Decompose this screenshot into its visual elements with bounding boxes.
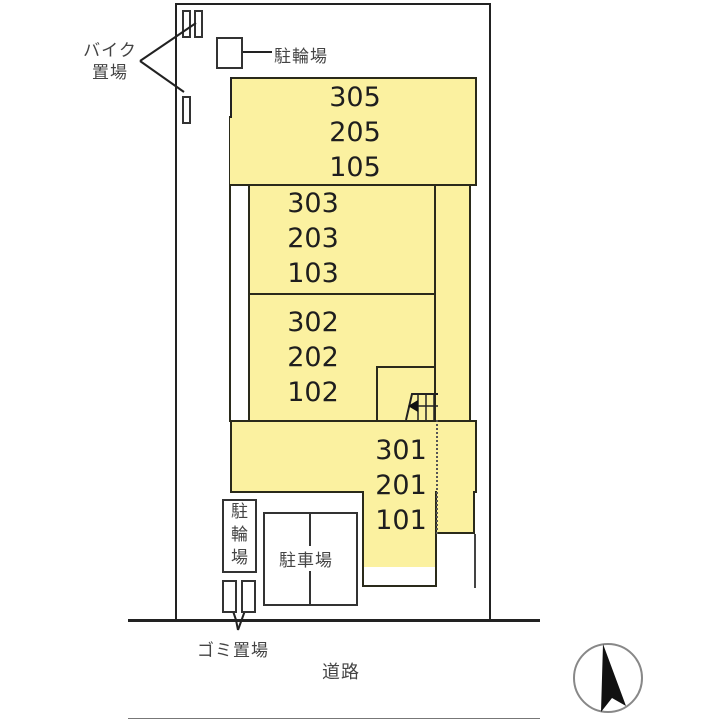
unit-number: 102 [287,377,339,408]
unit-stack-301: 301 201 101 [356,433,446,538]
dotted-divider [436,420,438,534]
unit-stack-305: 305 205 105 [310,80,400,185]
road-edge-bottom [128,718,540,719]
unit-number: 103 [287,258,339,289]
bicycle-parking-char: 場 [231,548,249,568]
unit-number: 203 [287,223,339,254]
block-301-lower-right-fill [437,491,475,534]
garbage-stall-1 [222,580,237,613]
unit-stack-302: 302 202 102 [268,305,358,410]
bicycle-parking-bottom-label: 駐 輪 場 [228,501,252,570]
right-stub-line [474,534,476,588]
unit-number: 202 [287,342,339,373]
motorcycle-stall-1 [182,10,191,38]
car-parking-label: 駐車場 [278,546,334,571]
bicycle-parking-bottom-box [222,499,257,573]
north-arrow-icon [573,643,643,713]
block-301-lower-white-box [362,567,437,587]
site-boundary-right [489,3,491,620]
unit-number: 303 [287,188,339,219]
bicycle-parking-top-label: 駐輪場 [274,47,328,67]
building-block-301 [230,420,477,493]
motorcycle-parking-label-line2: 置場 [92,63,128,83]
site-boundary-left [175,3,177,620]
unit-number: 305 [329,82,381,113]
building-block-305 [230,77,477,186]
building-block-303 [248,184,436,295]
unit-number: 205 [329,117,381,148]
unit-number: 105 [329,152,381,183]
motorcycle-parking-label: バイク 置場 [80,40,140,84]
unit-number: 201 [375,470,427,501]
garbage-stall-2 [241,580,256,613]
block-305-left-edge-top [230,77,232,118]
unit-stack-303: 303 203 103 [268,186,358,291]
motorcycle-parking-label-line1: バイク [83,41,137,61]
unit-number: 302 [287,307,339,338]
motorcycle-stall-3 [182,96,191,124]
garbage-area-label: ゴミ置場 [197,641,269,661]
stairs-icon [405,393,438,421]
road-edge-top [128,619,540,622]
right-yellow-strip [434,184,471,424]
road-label: 道路 [322,662,360,683]
bicycle-parking-char: 駐 [231,502,249,522]
site-boundary-top [175,3,491,5]
bicycle-parking-char: 輪 [231,525,249,545]
unit-number: 101 [375,505,427,536]
bicycle-parking-top-box [216,37,243,69]
unit-number: 301 [375,435,427,466]
